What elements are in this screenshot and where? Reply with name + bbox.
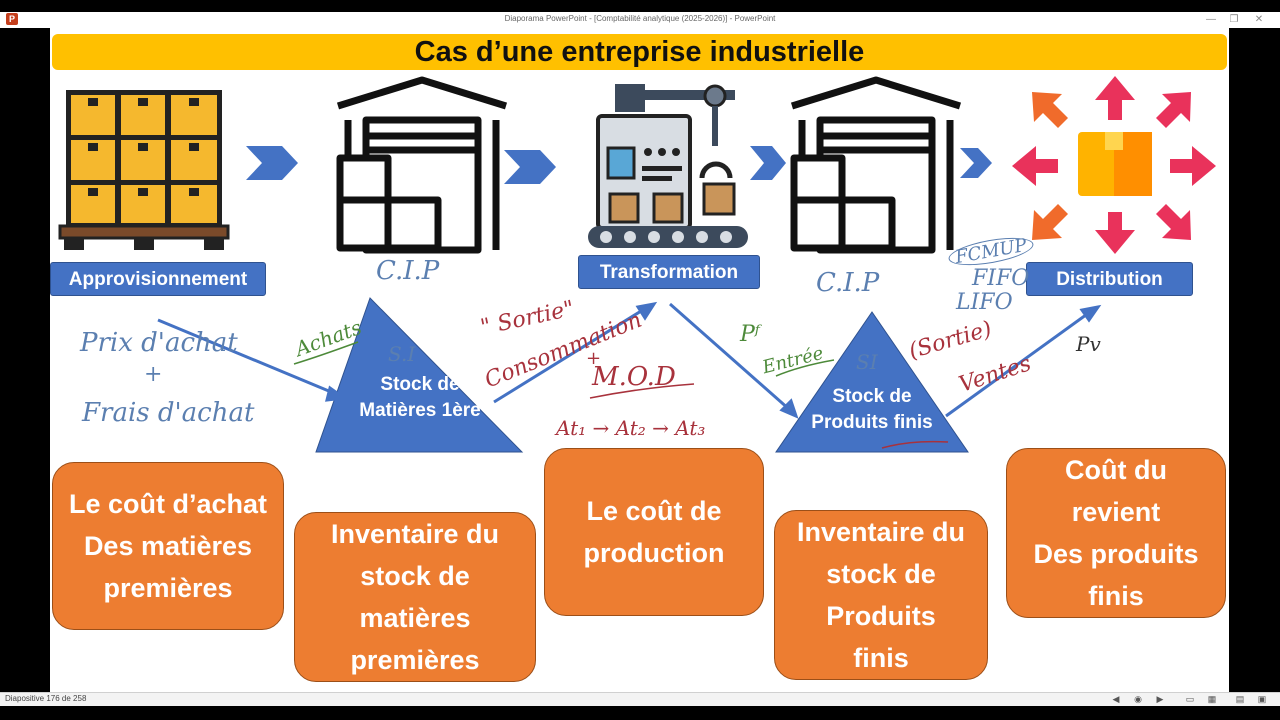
- box-cout-production: Le coût de production: [544, 448, 764, 616]
- annotation-plus-2: +: [586, 348, 602, 369]
- box-cout-revient: Coût du revient Des produits finis: [1006, 448, 1226, 618]
- entree-underline: [775, 359, 835, 377]
- box-line: Coût du: [1065, 455, 1167, 485]
- stage-label-transformation: Transformation: [578, 255, 760, 289]
- box-line: Le coût de: [586, 496, 722, 526]
- annotation-frais-achat: Frais d'achat: [82, 398, 255, 428]
- box-line: production: [583, 538, 725, 568]
- triangle-label-line: Stock de: [380, 374, 460, 395]
- annotation-si-2: SI: [856, 350, 878, 374]
- powerpoint-app-icon[interactable]: P: [6, 13, 18, 25]
- triangle-label-line: Matières 1ère: [359, 400, 481, 421]
- previous-slide-icon[interactable]: ◀: [1112, 694, 1120, 704]
- flow-arrows: [157, 301, 1102, 419]
- box-inventaire-pf: Inventaire du stock de Produits finis: [774, 510, 988, 680]
- box-cout-achat: Le coût d’achat Des matières premières: [52, 462, 284, 630]
- box-line: Le coût d’achat: [68, 489, 268, 519]
- annotation-si-1: S.I: [388, 342, 416, 366]
- triangle-label-stock-mp: Stock de Matières 1ère: [350, 372, 490, 424]
- next-slide-icon[interactable]: ▶: [1156, 694, 1164, 704]
- achats-underline: [293, 341, 359, 365]
- window-frame-top: [0, 0, 1280, 12]
- factory-robot-icon: [588, 84, 748, 248]
- close-button[interactable]: ✕: [1254, 14, 1264, 25]
- box-line: revient: [1071, 497, 1161, 527]
- annotation-cip-1: C.I.P: [376, 256, 440, 286]
- box-line: Inventaire du: [796, 517, 966, 547]
- box-line: finis: [1088, 581, 1144, 611]
- triangle-label-stock-pf: Stock de Produits finis: [802, 384, 942, 436]
- menu-icon[interactable]: ◉: [1134, 694, 1142, 704]
- restore-button[interactable]: ❐: [1229, 14, 1239, 25]
- flow-chevrons: [246, 146, 992, 184]
- annotation-pv: Pv: [1076, 332, 1101, 356]
- annotation-prix-achat: Prix d'achat: [80, 328, 238, 358]
- box-line: matières: [359, 603, 471, 633]
- slideshow-icon[interactable]: ▣: [1257, 694, 1267, 704]
- slide-title-banner: Cas d’une entreprise industrielle: [52, 34, 1227, 70]
- letterbox-right: [1229, 28, 1280, 692]
- annotation-plus-1: +: [144, 362, 163, 387]
- letterbox-left: [0, 28, 50, 692]
- annotation-cip-2: C.I.P: [816, 268, 880, 298]
- box-line: Des matières: [83, 531, 253, 561]
- status-bar: [0, 692, 1280, 706]
- box-line: stock de: [826, 559, 936, 589]
- slide-sorter-icon[interactable]: ▦: [1207, 694, 1217, 704]
- slide-canvas[interactable]: Cas d’une entreprise industrielle: [50, 28, 1229, 692]
- box-line: finis: [853, 643, 909, 673]
- window-title: Diaporama PowerPoint - [Comptabilité ana…: [504, 14, 776, 23]
- annotation-pf: Pᶠ: [740, 322, 760, 347]
- annotation-lifo: LIFO: [956, 290, 1013, 315]
- box-line: Inventaire du: [330, 519, 500, 549]
- slide-title: Cas d’une entreprise industrielle: [414, 36, 865, 68]
- normal-view-icon[interactable]: ▭: [1185, 694, 1195, 704]
- stage-label-distribution: Distribution: [1026, 262, 1193, 296]
- mod-underline: [589, 383, 695, 399]
- stage-label-approvisionnement: Approvisionnement: [50, 262, 266, 296]
- box-line: Produits: [826, 601, 936, 631]
- triangle-label-line: Produits finis: [811, 412, 933, 433]
- warehouse-icon: [336, 76, 508, 254]
- slide-counter: Diapositive 176 de 258: [5, 694, 87, 703]
- annotation-fifo: FIFO: [972, 266, 1030, 291]
- annotation-ateliers: At₁ → At₂ → At₃: [556, 416, 706, 440]
- box-line: Des produits: [1033, 539, 1199, 569]
- pallet-boxes-icon: [58, 90, 230, 250]
- diagram-graphics: [58, 76, 1216, 453]
- box-line: stock de: [360, 561, 470, 591]
- title-bar: [0, 12, 1280, 28]
- box-inventaire-mp: Inventaire du stock de matières première…: [294, 512, 536, 682]
- minimize-button[interactable]: —: [1206, 14, 1216, 25]
- annotation-mod: M.O.D: [592, 362, 676, 392]
- pf-underline: [881, 440, 949, 449]
- triangle-label-line: Stock de: [832, 386, 912, 407]
- stock-pf-triangle: [775, 311, 969, 453]
- stock-mp-triangle: [315, 297, 524, 453]
- window-frame-bottom: [0, 706, 1280, 720]
- distribution-arrows-icon: [1012, 76, 1216, 254]
- box-line: premières: [103, 573, 233, 603]
- warehouse-icon: [790, 76, 962, 254]
- reading-view-icon[interactable]: ▤: [1235, 694, 1245, 704]
- box-line: premières: [350, 645, 480, 675]
